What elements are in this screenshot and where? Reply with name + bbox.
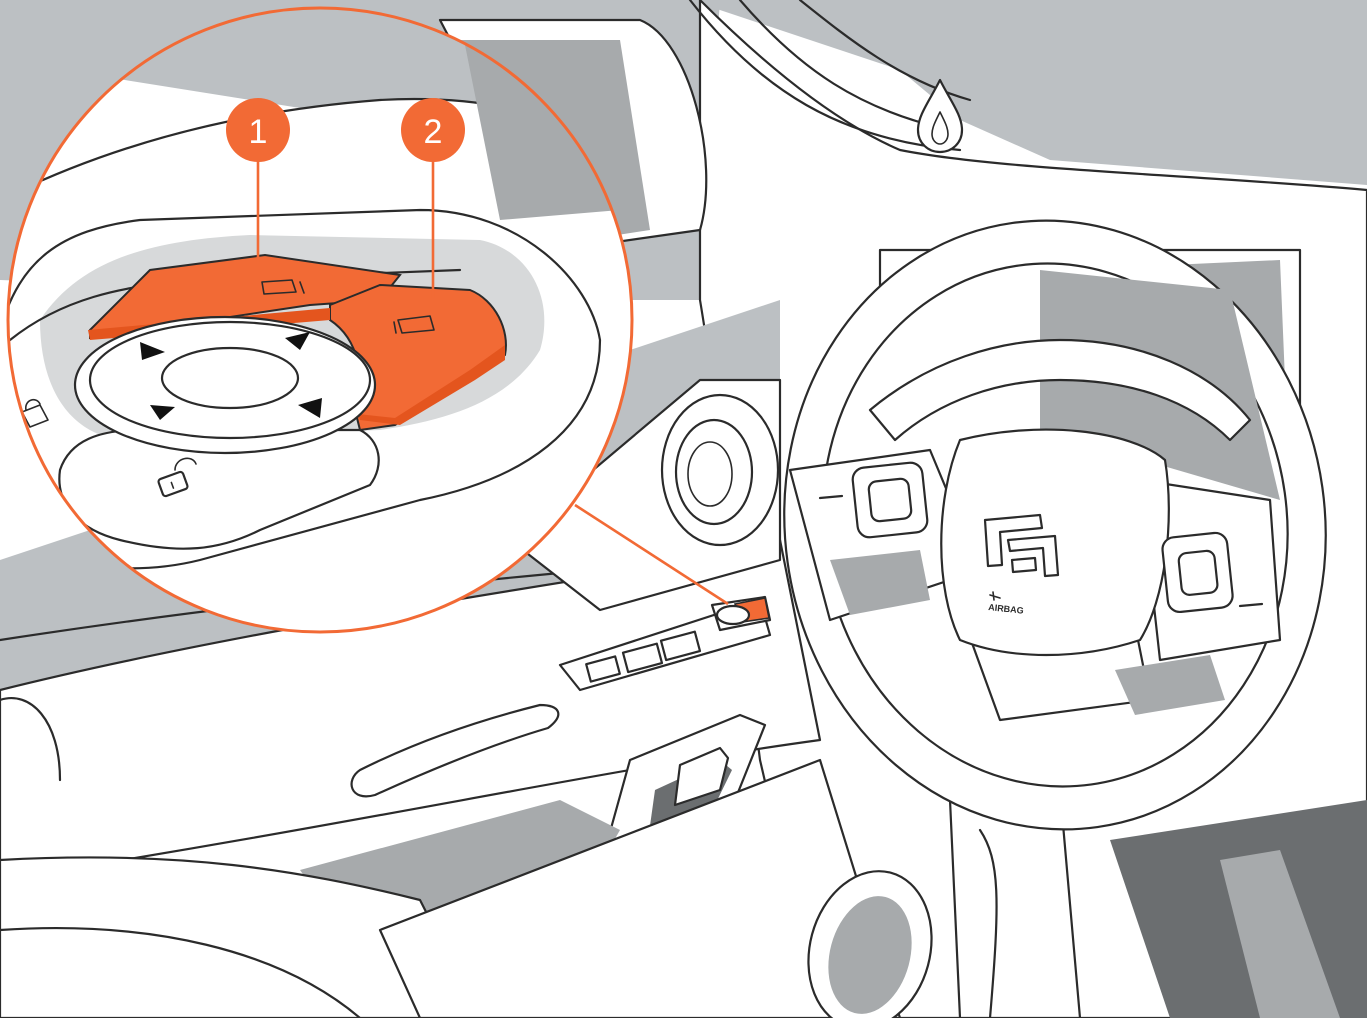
callout-2-label: 2 bbox=[424, 113, 443, 151]
callout-1-label: 1 bbox=[249, 113, 268, 151]
direction-pad bbox=[75, 317, 375, 453]
callout-2: 2 bbox=[401, 98, 465, 162]
callout-1: 1 bbox=[226, 98, 290, 162]
